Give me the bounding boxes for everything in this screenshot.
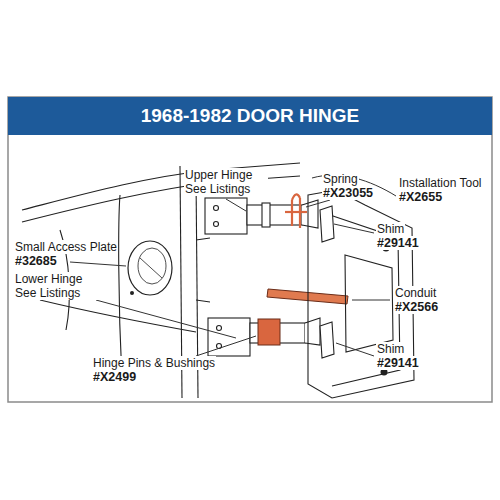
access-plate xyxy=(128,241,172,295)
callout-number: #X2499 xyxy=(92,370,137,384)
lower-hinge xyxy=(208,318,320,356)
callout-number: #X23055 xyxy=(322,186,374,200)
callout-number: #X2566 xyxy=(394,300,439,314)
callout-number: #X2655 xyxy=(398,190,443,204)
spring xyxy=(285,194,307,228)
part-name: Upper Hinge See Listings xyxy=(184,168,268,196)
part-name: Shim xyxy=(376,222,405,236)
part-name: Shim xyxy=(376,342,405,356)
title: 1968-1982 DOOR HINGE xyxy=(8,97,492,135)
part-name: Lower Hinge See Listings xyxy=(14,272,98,300)
part-name: Small Access Plate xyxy=(14,240,118,254)
callout-number: #29141 xyxy=(376,356,420,370)
part-name: Conduit xyxy=(394,286,437,300)
callout-number: #32685 xyxy=(14,254,58,268)
leader-lines xyxy=(70,175,396,356)
frame xyxy=(8,97,492,402)
part-name: Spring xyxy=(322,172,359,186)
part-name: Installation Tool xyxy=(398,176,483,190)
callout-number: #29141 xyxy=(376,236,420,250)
title-band xyxy=(8,97,492,135)
hinge-pin-bushing xyxy=(258,319,280,345)
part-name: Hinge Pins & Bushings xyxy=(92,356,216,370)
